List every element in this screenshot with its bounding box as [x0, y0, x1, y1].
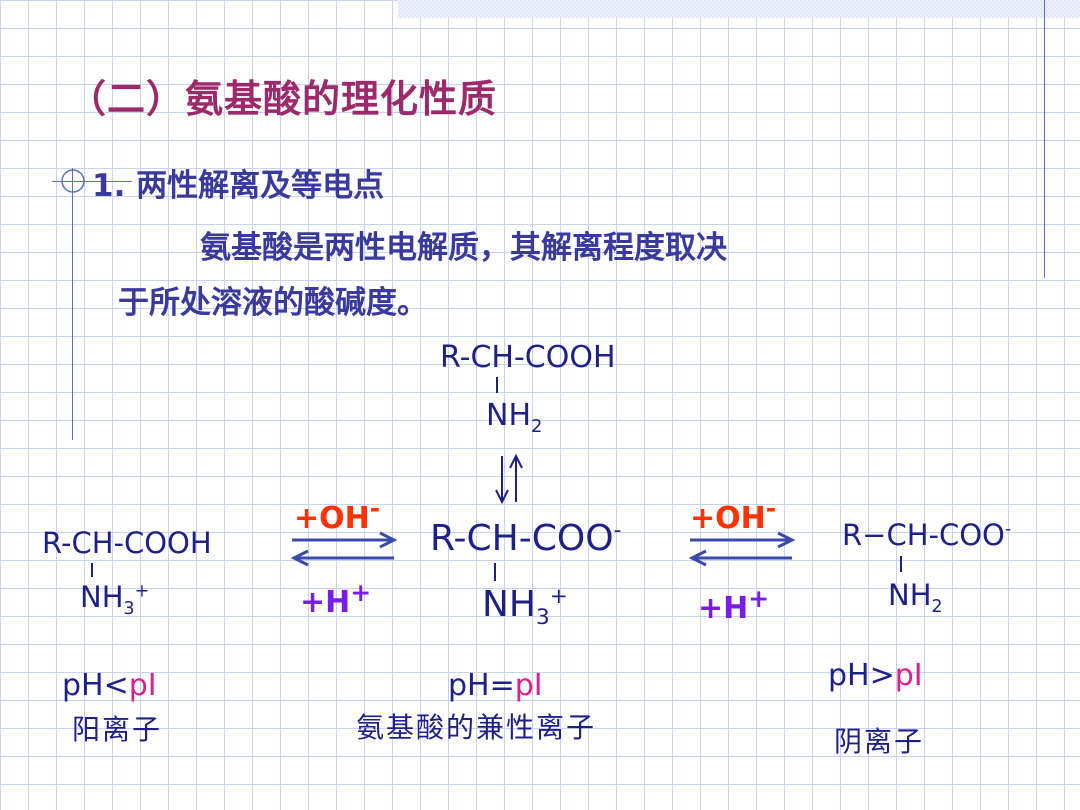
reagent-oh-left: +OH- — [294, 494, 381, 536]
condition-left: pH<pI — [62, 668, 157, 703]
formula-right-sub: NH2 — [888, 578, 943, 617]
bond-right — [900, 556, 902, 572]
decorative-vertical-rule — [72, 168, 73, 440]
decorative-right-rule — [1044, 0, 1045, 278]
label-zwitterion: 氨基酸的兼性离子 — [356, 711, 597, 744]
formula-top-main: R-CH-COOH — [440, 340, 616, 375]
label-anion: 阴离子 — [834, 725, 925, 758]
equilibrium-arrows-left — [290, 531, 398, 567]
condition-right: pH>pI — [828, 658, 923, 693]
label-cation: 阳离子 — [72, 713, 163, 746]
formula-center-main: R-CH-COO- — [430, 518, 622, 559]
reagent-oh-right: +OH- — [690, 494, 777, 536]
bond-top — [496, 377, 498, 393]
decorative-horizontal-rule — [52, 181, 132, 182]
formula-left-sub: NH3+ — [80, 580, 150, 619]
reagent-h-right: +H+ — [698, 584, 770, 626]
circle-bullet-icon — [61, 169, 85, 193]
bond-left — [91, 563, 93, 577]
section-heading: 1. 两性解离及等电点 — [92, 168, 385, 204]
formula-top-sub: NH2 — [486, 398, 543, 437]
paragraph-line-1: 氨基酸是两性电解质，其解离程度取决 — [200, 230, 727, 266]
decorative-top-bar — [398, 0, 1080, 18]
vertical-equilibrium-arrows — [495, 453, 523, 505]
reagent-h-left: +H+ — [300, 578, 372, 620]
bond-center — [494, 563, 496, 581]
slide-title: （二）氨基酸的理化性质 — [68, 77, 498, 121]
formula-left-main: R-CH-COOH — [42, 526, 212, 560]
equilibrium-arrows-right — [688, 531, 796, 567]
condition-center: pH=pI — [448, 668, 543, 703]
formula-center-sub: NH3+ — [482, 584, 568, 631]
formula-right-main: R−CH-COO- — [842, 518, 1012, 552]
paragraph-line-2: 于所处溶液的酸碱度。 — [118, 285, 428, 321]
